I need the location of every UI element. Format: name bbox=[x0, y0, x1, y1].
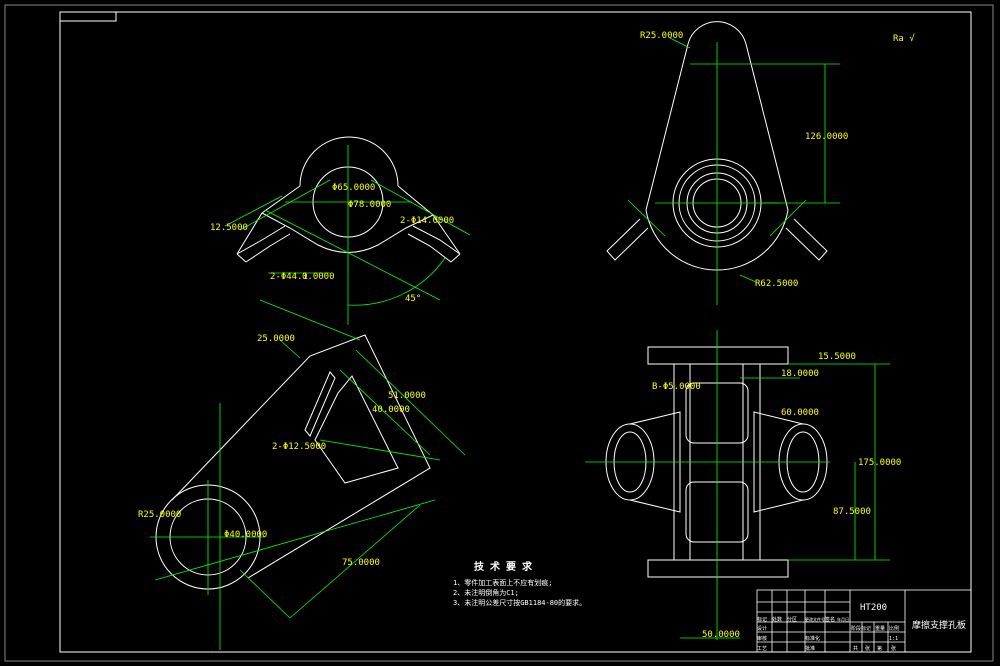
dim-d78: Φ78.0000 bbox=[348, 200, 391, 210]
dim-51: 51.0000 bbox=[388, 391, 426, 401]
tb-label-4: 签名 bbox=[825, 616, 835, 623]
material-label: HT200 bbox=[860, 603, 887, 613]
dim-50: 50.0000 bbox=[702, 630, 740, 640]
view-top-left: Φ65.0000 Φ78.0000 2-Φ14.0000 12.5000 2-Φ… bbox=[210, 136, 471, 325]
dim-hole-44b: 0.0000 bbox=[302, 272, 335, 282]
dim-25: 25.0000 bbox=[257, 334, 295, 344]
dim-r62-5: R62.5000 bbox=[755, 279, 798, 289]
dim-d40: Φ40.0000 bbox=[224, 530, 267, 540]
tb-scale: 1:1 bbox=[889, 636, 898, 642]
tech-item-2: 2、未注明倒角为C1; bbox=[453, 588, 519, 597]
roughness-symbol: Ra √ bbox=[893, 33, 915, 44]
tb-weight: 重量 bbox=[875, 625, 885, 632]
dim-angle-45: 45° bbox=[405, 294, 421, 304]
tb-role-approve: 批准 bbox=[805, 645, 815, 652]
drawing-frame bbox=[4, 4, 994, 662]
dim-d65: Φ65.0000 bbox=[332, 183, 375, 193]
dim-r25-bl: R25.0000 bbox=[138, 510, 181, 520]
part-title: 摩擦支撑孔板 bbox=[912, 619, 966, 631]
tb-ratio: 比例 bbox=[889, 625, 899, 632]
tb-sheet-3: 张 bbox=[891, 645, 896, 652]
tb-label-2: 分区 bbox=[787, 616, 797, 623]
dim-holes-12-5: 2-Φ12.5000 bbox=[272, 442, 326, 452]
tb-stage: 阶段标记 bbox=[851, 625, 871, 632]
tb-role-process: 工艺 bbox=[757, 646, 767, 652]
view-bottom-left: 25.0000 51.0000 40.0000 2-Φ12.5000 R25.0… bbox=[138, 299, 466, 650]
tb-label-1: 处数 bbox=[772, 616, 782, 623]
dim-hole-44: 2-Φ44.1 bbox=[270, 272, 308, 282]
dim-40: 40.0000 bbox=[372, 405, 410, 415]
tech-item-1: 1、零件加工表面上不应有划痕; bbox=[453, 578, 552, 587]
tb-sheet-0: 共 bbox=[853, 645, 858, 652]
dim-r25-top: R25.0000 bbox=[640, 31, 683, 41]
dim-87-5: 87.5000 bbox=[833, 507, 871, 517]
view-bottom-right: 15.5000 B-Φ5.0000 18.0000 60.0000 175.00… bbox=[585, 330, 901, 640]
tb-role-design: 设计 bbox=[757, 625, 767, 632]
tech-title: 技 术 要 求 bbox=[474, 560, 533, 573]
tech-item-3: 3、未注明公差尺寸按GB1184-80的要求。 bbox=[453, 598, 586, 607]
dim-175: 175.0000 bbox=[858, 458, 901, 468]
dim-60: 60.0000 bbox=[781, 408, 819, 418]
dim-15-5: 15.5000 bbox=[818, 352, 856, 362]
title-block: HT200 摩擦支撑孔板 标记 处数 分区 更改文件号 签名 年月日 设计 审核… bbox=[756, 589, 972, 653]
dim-18: 18.0000 bbox=[781, 369, 819, 379]
tb-role-review: 审核 bbox=[757, 635, 767, 642]
dim-section-b: B-Φ5.0000 bbox=[652, 382, 701, 392]
dim-12-5: 12.5000 bbox=[210, 223, 248, 233]
tb-sheet-2: 第 bbox=[877, 645, 882, 652]
tech-requirements: 技 术 要 求 1、零件加工表面上不应有划痕; 2、未注明倒角为C1; 3、未注… bbox=[453, 560, 586, 607]
tb-role-std: 标准化 bbox=[805, 635, 820, 642]
view-top-right: R25.0000 126.0000 R62.5000 bbox=[606, 21, 848, 305]
tb-sheet-1: 张 bbox=[865, 645, 870, 652]
dim-75: 75.0000 bbox=[342, 558, 380, 568]
dim-126: 126.0000 bbox=[805, 132, 848, 142]
tb-label-0: 标记 bbox=[757, 616, 767, 623]
tb-label-3: 更改文件号 bbox=[805, 616, 825, 622]
dim-holes-14: 2-Φ14.0000 bbox=[400, 216, 454, 226]
tb-label-5: 年月日 bbox=[837, 616, 849, 622]
